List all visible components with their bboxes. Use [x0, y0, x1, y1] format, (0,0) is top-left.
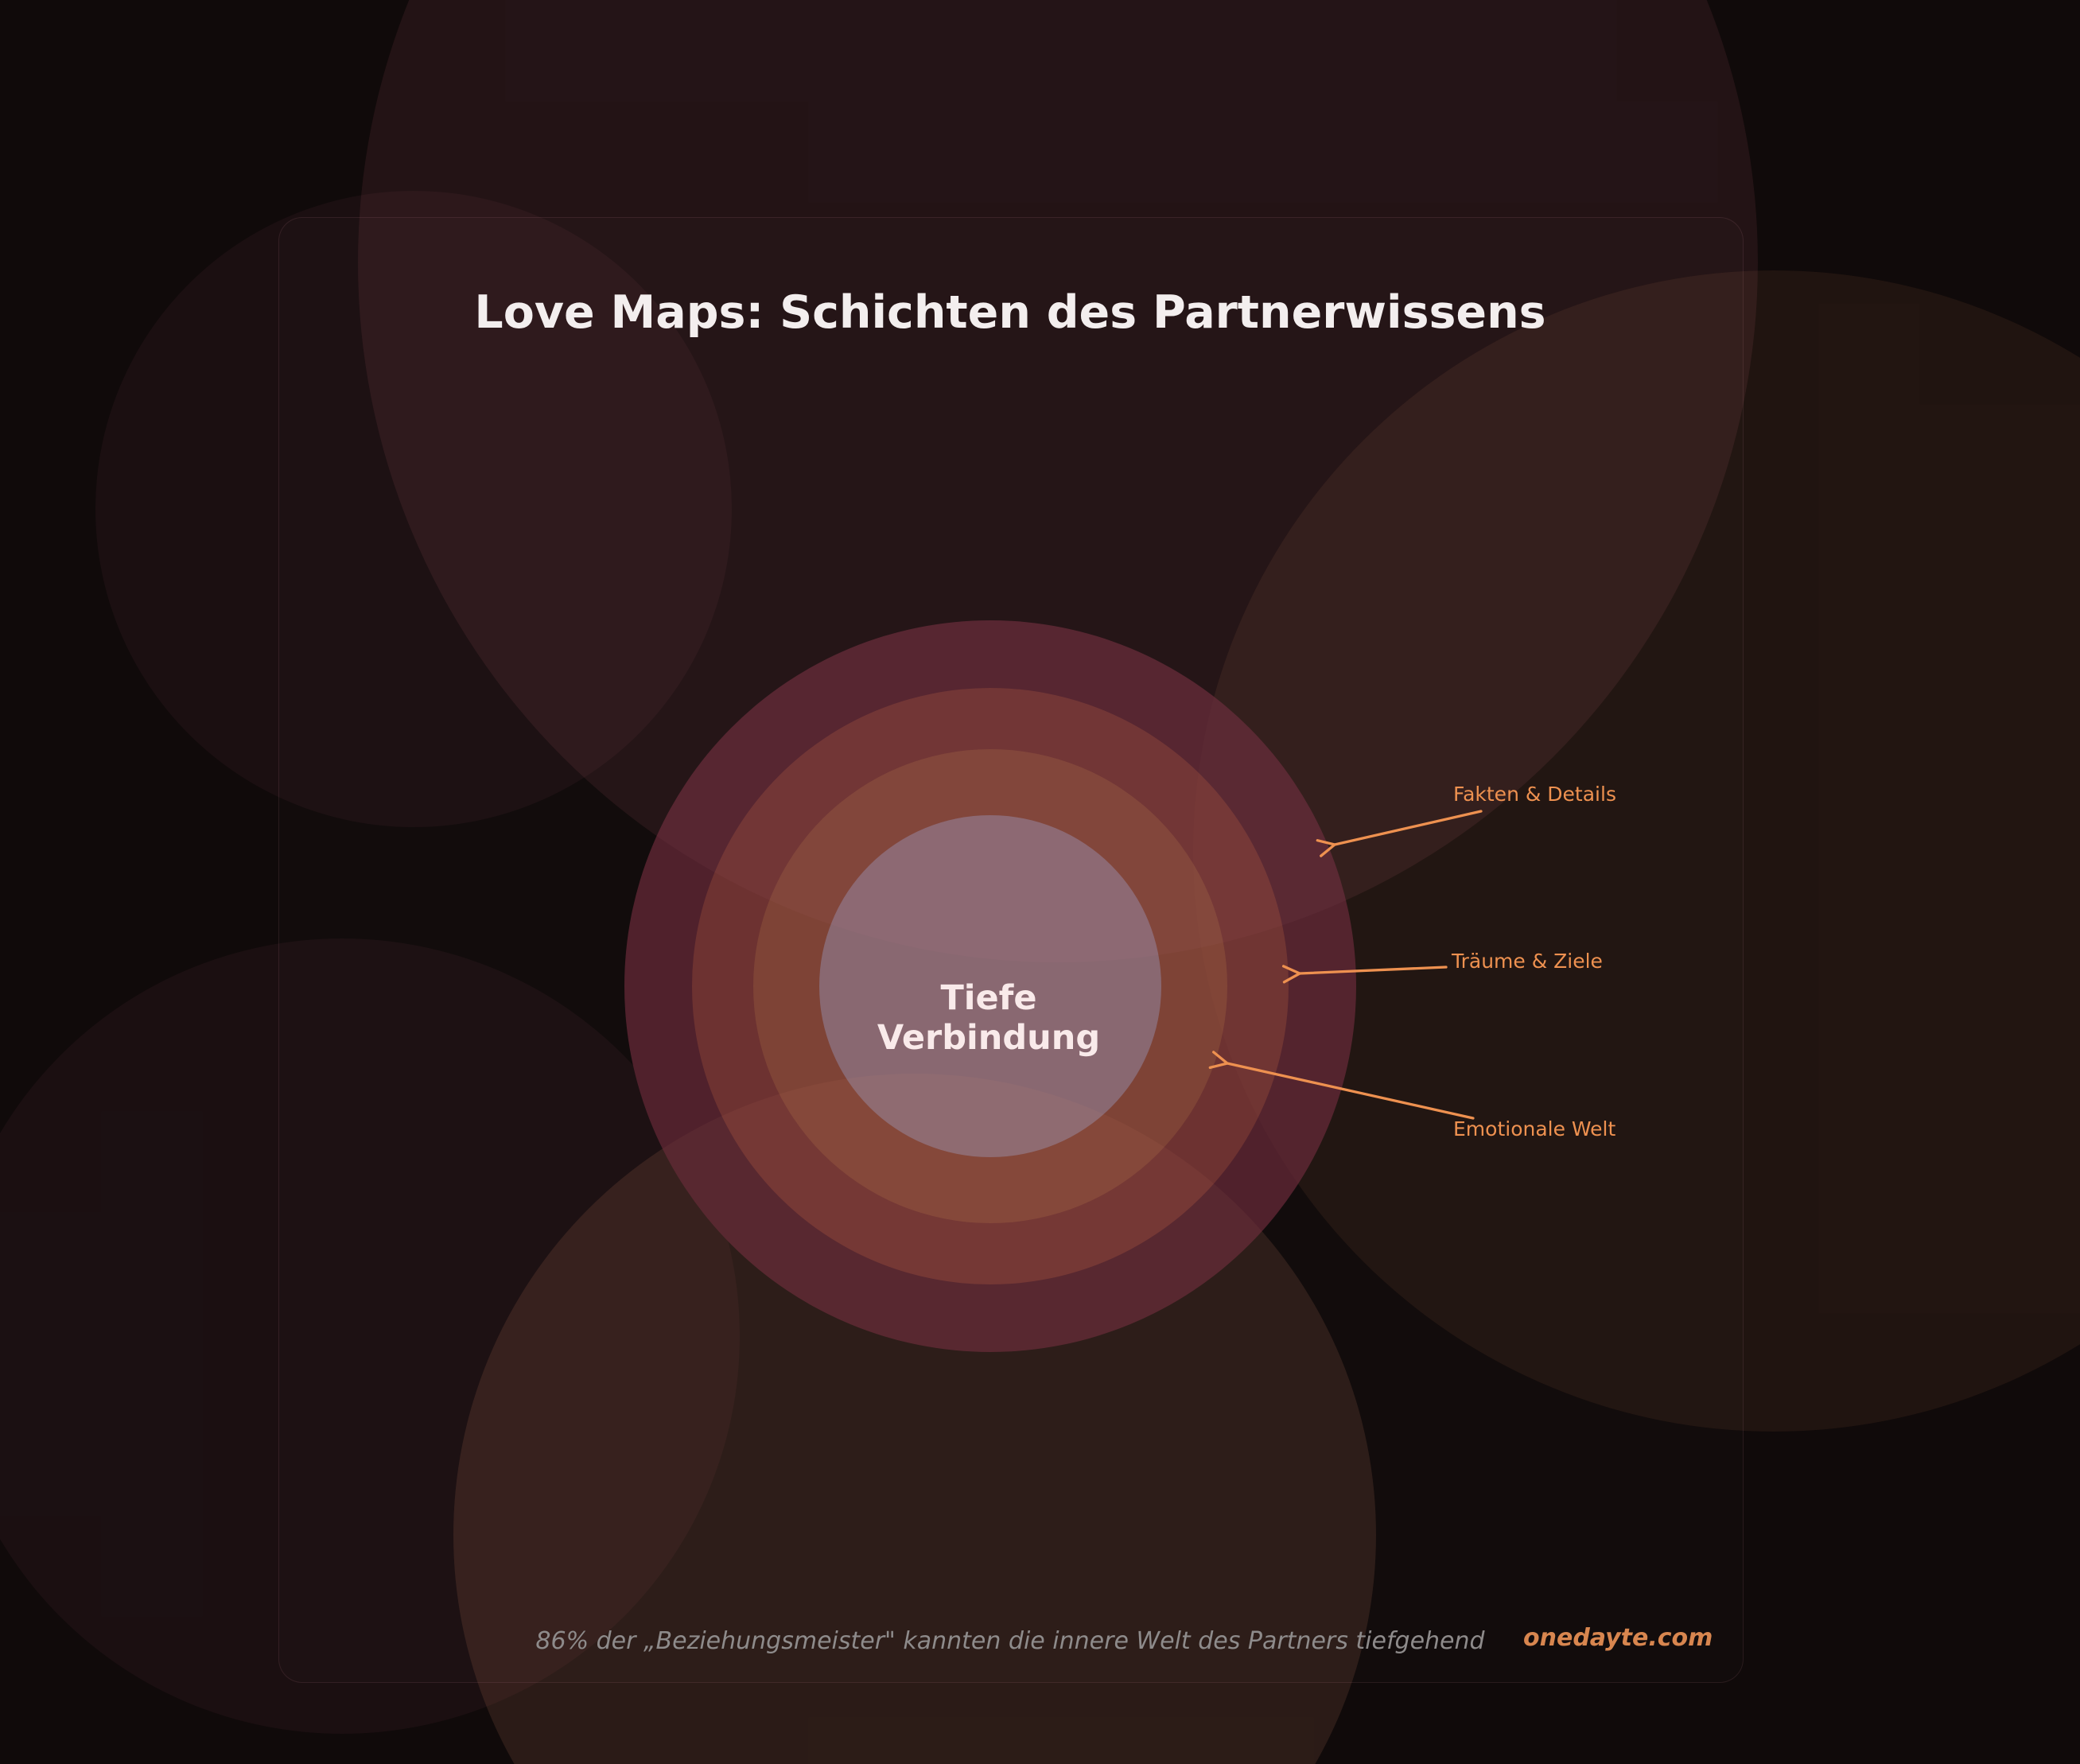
- footer-statistic-note: 86% der „Beziehungsmeister" kannten die …: [535, 1627, 1485, 1655]
- core-layer-label-line2: Verbindung: [877, 1018, 1101, 1058]
- page-title: Love Maps: Schichten des Partnerwissens: [474, 286, 1546, 339]
- bokeh-circle-top-left: [95, 191, 732, 827]
- annotation-label-fakten-details: Fakten & Details: [1453, 783, 1616, 806]
- annotation-label-emotionale-welt: Emotionale Welt: [1453, 1117, 1616, 1140]
- bokeh-circle-bottom-left: [0, 938, 740, 1734]
- card-frame: [278, 217, 1744, 1683]
- ring-tiefe-verbindung: [819, 815, 1161, 1157]
- bokeh-circle-right: [1193, 270, 2080, 1432]
- core-layer-label: Tiefe Verbindung: [750, 978, 1227, 1058]
- brand-watermark: onedayte.com: [1523, 1624, 1713, 1652]
- annotation-label-traeume-ziele: Träume & Ziele: [1452, 950, 1603, 973]
- core-layer-label-line1: Tiefe: [940, 978, 1037, 1018]
